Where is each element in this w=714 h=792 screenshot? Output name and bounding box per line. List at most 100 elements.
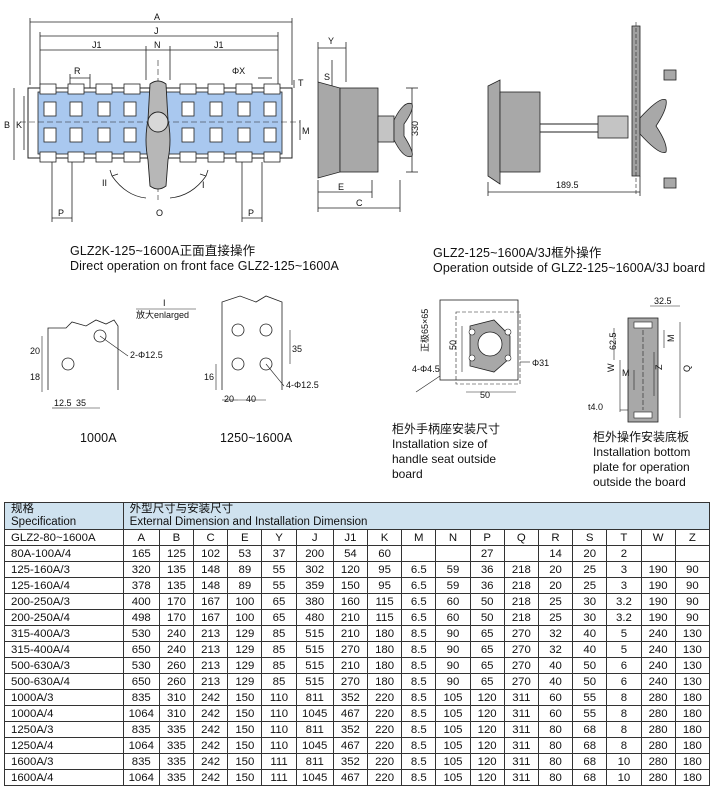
table-cell: 1064 [122, 769, 160, 786]
dim-1000-holes: 2-Φ12.5 [130, 350, 163, 360]
table-cell: 220 [366, 689, 403, 706]
table-cell: 1045 [295, 705, 334, 722]
column-header: M [401, 529, 437, 546]
table-cell: 90 [435, 673, 471, 690]
table-cell: 220 [366, 721, 403, 738]
table-cell: 129 [227, 657, 263, 674]
table-cell: 8.5 [401, 769, 437, 786]
table-cell: 1600A/4 [4, 769, 124, 786]
table-cell: 180 [366, 625, 403, 642]
table-cell [401, 545, 437, 562]
table-cell [640, 545, 676, 562]
table-cell: 20 [537, 577, 574, 594]
table-cell: 213 [193, 673, 229, 690]
table-cell: 150 [227, 705, 263, 722]
table-cell: 32 [537, 625, 574, 642]
table-cell: 54 [332, 545, 369, 562]
table-cell: 80 [537, 721, 574, 738]
table-cell: 1000A/3 [4, 689, 124, 706]
table-cell: 352 [332, 689, 369, 706]
table-cell: 68 [572, 737, 608, 754]
table-cell: 90 [674, 577, 711, 594]
table-cell: 8 [606, 737, 642, 754]
table-cell: 120 [469, 737, 505, 754]
table-cell: 135 [158, 577, 195, 594]
table-cell: 3.2 [606, 609, 642, 626]
table-cell: 280 [640, 737, 676, 754]
table-cell: 240 [640, 625, 676, 642]
table-cell: 242 [193, 769, 229, 786]
table-cell: 8.5 [401, 625, 437, 642]
table-cell: 210 [332, 609, 369, 626]
table-cell: 170 [158, 593, 195, 610]
dim-seat-50: 50 [448, 340, 458, 350]
dim-plate-t: t4.0 [588, 402, 603, 412]
table-cell: 190 [640, 609, 676, 626]
dim-e-label: E [338, 182, 344, 192]
front-caption-cn: GLZ2K-125~1600A正面直接操作 [70, 244, 256, 258]
table-cell: 498 [122, 609, 160, 626]
table-cell: 80 [537, 753, 574, 770]
outside-board-drawing: 189.5 [487, 22, 677, 196]
table-cell: 105 [435, 705, 471, 722]
column-header: E [227, 529, 263, 546]
table-cell: 650 [122, 673, 160, 690]
bottom-caption-cn: 柜外操作安装底板 [593, 430, 690, 444]
table-cell: 170 [158, 609, 195, 626]
table-cell: 6.5 [401, 577, 437, 594]
dim-r-label: R [74, 66, 81, 76]
dim-plate-q: Q [682, 365, 692, 372]
table-cell: 90 [435, 641, 471, 658]
table-cell: 5 [606, 625, 642, 642]
table-cell: 220 [366, 705, 403, 722]
size-1250-label: 1250~1600A [220, 431, 293, 445]
table-cell: 180 [366, 673, 403, 690]
table-cell: 150 [332, 577, 369, 594]
table-cell: 65 [469, 625, 505, 642]
table-cell: 515 [295, 673, 334, 690]
table-cell: 515 [295, 625, 334, 642]
bottom-caption: 柜外操作安装底板 Installation bottom plate for o… [593, 430, 711, 490]
table-cell: 1064 [122, 737, 160, 754]
table-cell: 8.5 [401, 705, 437, 722]
table-cell: 129 [227, 641, 263, 658]
table-cell: 200-250A/4 [4, 609, 124, 626]
table-cell [435, 545, 471, 562]
table-cell: 165 [122, 545, 160, 562]
table-cell: 1250A/3 [4, 721, 124, 738]
table-cell: 50 [572, 657, 608, 674]
table-cell: 320 [122, 561, 160, 578]
table-cell: 80A-100A/4 [4, 545, 124, 562]
table-cell: 240 [640, 673, 676, 690]
table-cell: 148 [193, 561, 229, 578]
table-cell: 311 [503, 769, 539, 786]
column-header: Q [503, 529, 539, 546]
table-cell: 120 [469, 721, 505, 738]
dim-seat-31: Φ31 [532, 358, 549, 368]
table-cell: 190 [640, 593, 676, 610]
dim-k-label: K [16, 120, 22, 130]
dim-330-label: 330 [410, 121, 420, 136]
table-cell: 125 [158, 545, 195, 562]
dim-y-label: Y [328, 36, 334, 46]
table-cell: 100 [227, 609, 263, 626]
table-cell: 1000A/4 [4, 705, 124, 722]
table-cell: 85 [261, 673, 297, 690]
dim-seat-holes: 4-Φ4.5 [412, 364, 440, 374]
table-cell: 242 [193, 737, 229, 754]
table-cell: 36 [469, 561, 505, 578]
dim-j1-left-label: J1 [92, 40, 102, 50]
table-cell: 8 [606, 721, 642, 738]
table-cell: 110 [261, 721, 297, 738]
table-cell: 180 [674, 705, 711, 722]
table-cell: 25 [572, 561, 608, 578]
table-cell: 467 [332, 769, 369, 786]
table-cell: 120 [469, 689, 505, 706]
dimension-table: 规格 Specification 外型尺寸与安装尺寸 External Dime… [4, 502, 711, 786]
table-cell: 60 [435, 593, 471, 610]
table-cell: 311 [503, 753, 539, 770]
enlarged-text: 放大enlarged [136, 309, 189, 320]
table-cell: 210 [332, 625, 369, 642]
